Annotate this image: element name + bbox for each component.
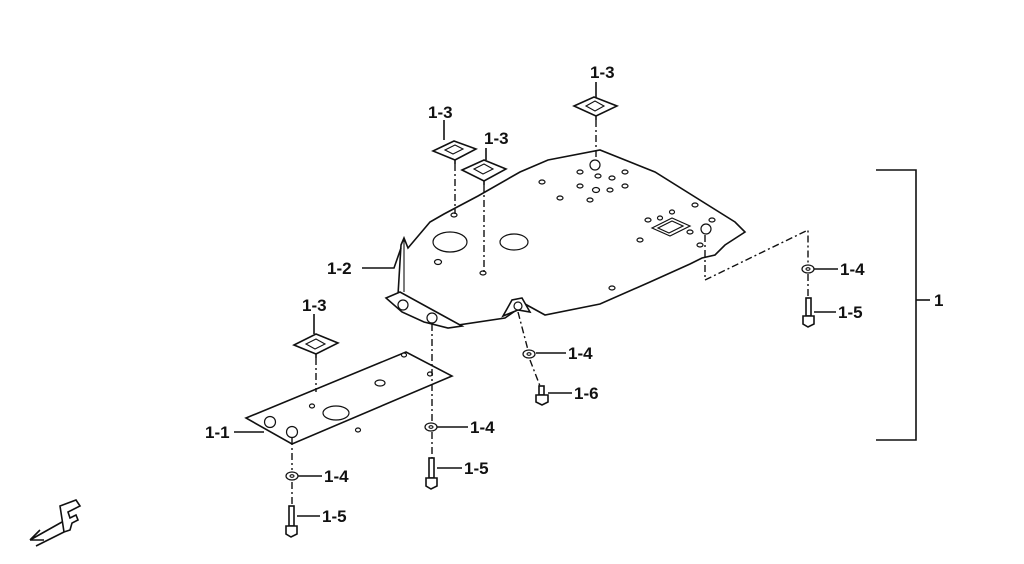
leader-lines [234,82,930,517]
bolt-part [285,297,815,538]
washer-part [285,264,815,481]
assembly-center-lines [291,120,809,506]
label-washer-rear: 1-4 [840,260,865,279]
label-bolt-rear: 1-5 [838,303,863,322]
label-clip-top-right: 1-3 [590,63,615,82]
label-washer-front-b: 1-4 [324,467,349,486]
label-clip-front: 1-3 [302,296,327,315]
label-clip-top-left: 1-3 [428,103,453,122]
label-washer-center: 1-4 [568,344,593,363]
skid-plate [384,149,747,329]
label-skid-plate: 1-2 [327,259,352,278]
clip-nut-part [292,96,620,358]
label-assembly: 1 [934,291,943,310]
label-bolt-front-b: 1-5 [322,507,347,526]
label-guard-front: 1-1 [205,423,230,442]
label-bolt-front-a: 1-5 [464,459,489,478]
label-washer-front-a: 1-4 [470,418,495,437]
front-direction-arrow-icon [29,499,82,547]
label-clip-top-middle: 1-3 [484,129,509,148]
front-guard-plate [244,351,454,445]
label-bolt-short: 1-6 [574,384,599,403]
